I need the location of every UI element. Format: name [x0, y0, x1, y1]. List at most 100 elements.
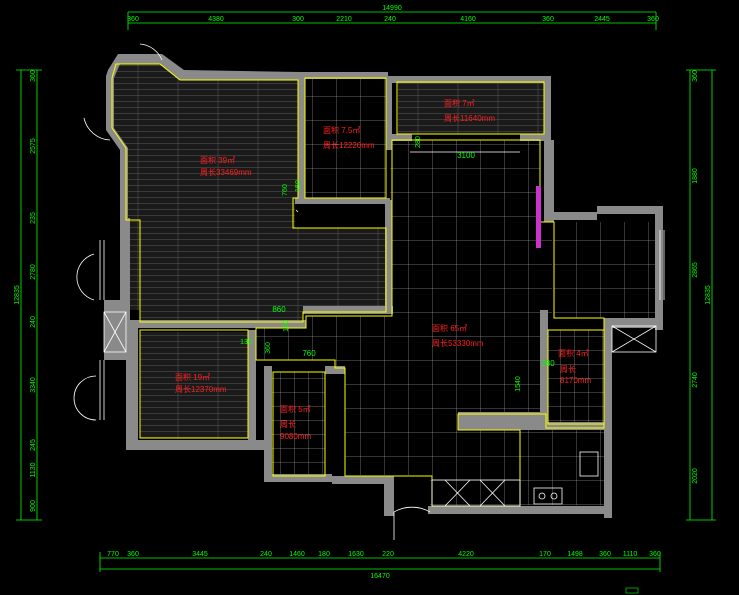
dim-bottom-seg: 770: [107, 551, 119, 558]
dim-top-seg: 4160: [460, 16, 476, 23]
accent-element: [536, 186, 541, 248]
wall-top-1: [298, 72, 388, 79]
wall-mid-v2: [298, 78, 305, 198]
dim-top-seg: 4380: [208, 16, 224, 23]
kitchen-counter: [458, 412, 546, 430]
wall-top-2: [390, 76, 550, 83]
wall-h-storage: [544, 422, 606, 430]
dim-left-seg: 360: [30, 70, 37, 82]
dim-top-seg: 360: [647, 16, 659, 23]
dim-bottom-seg: 1498: [567, 551, 583, 558]
room-wc-floor: [272, 372, 325, 478]
corner-marker: [625, 587, 639, 594]
wall-r6: [604, 318, 662, 328]
dim-left-seg: 2575: [30, 138, 37, 154]
wall-h-bath: [295, 198, 390, 204]
dim-left-seg: 240: [30, 316, 37, 328]
cabinet-line: [444, 479, 471, 507]
dim-top-total: 14990: [382, 5, 402, 12]
wall-h-liv: [303, 306, 393, 314]
wall-r5: [655, 206, 663, 330]
door-arc-bottom: [393, 506, 431, 513]
wall-v-bed: [248, 330, 256, 442]
inner-dim: 3100: [457, 151, 475, 160]
dim-bottom-seg: 360: [599, 551, 611, 558]
dim-right-seg: 2740: [692, 372, 699, 388]
outline-bath: [304, 77, 387, 199]
dim-bottom-seg: 1460: [289, 551, 305, 558]
room-area-label: 面积 39㎡: [200, 155, 235, 165]
wall-right-2: [544, 140, 554, 222]
outline-bed: [139, 329, 249, 439]
burner: [550, 492, 558, 500]
dim-bottom-seg: 1630: [348, 551, 364, 558]
dim-top-seg: 360: [542, 16, 554, 23]
stove: [533, 487, 563, 505]
room-perimeter-value: 8170mm: [560, 376, 591, 385]
dim-bottom-seg: 360: [649, 551, 661, 558]
dim-right-seg: 1880: [692, 168, 699, 184]
wall-bottom-5: [428, 506, 608, 514]
dim-right-total: 12835: [705, 285, 712, 305]
room-bath-floor: [305, 78, 386, 200]
room-perimeter-label: 周长11640mm: [444, 113, 495, 123]
door-arc-left3: [73, 375, 97, 421]
dim-top-seg: 240: [384, 16, 396, 23]
dim-bottom-seg: 220: [382, 551, 394, 558]
room-area-label: 面积 7㎡: [444, 98, 475, 108]
dim-bottom-seg: 180: [318, 551, 330, 558]
inner-dimension-texts: 3100 280 760 150 860 120 130 360 760 154…: [240, 136, 555, 392]
room-perimeter-label: 周长12220mm: [323, 140, 375, 150]
inner-dim: 860: [272, 305, 286, 314]
dim-left-seg: 2780: [30, 264, 37, 280]
door-arc-top: [139, 43, 163, 61]
wall-r7: [604, 318, 612, 518]
door-arc-left2: [76, 253, 95, 301]
room-perimeter-label: 周长53330mm: [432, 338, 484, 348]
wall-v-wc: [264, 366, 272, 478]
dim-top-seg: 360: [127, 16, 139, 23]
room-storage-floor: [548, 330, 604, 428]
dim-bottom-total: 16470: [370, 573, 390, 580]
room-area-label: 面积 4㎡: [558, 348, 589, 358]
wall-left-1: [120, 218, 130, 328]
room-perimeter-label: 周长12370mm: [175, 384, 227, 394]
room-living-floor: [112, 62, 385, 322]
room-area-label: 面积 7.5㎡: [323, 125, 360, 135]
burner: [538, 492, 546, 500]
room-perimeter-value: 9080mm: [280, 432, 311, 441]
floor-areas: [112, 62, 655, 505]
room-area-label: 面积 65㎡: [432, 323, 467, 333]
wall-bottom-3: [332, 476, 392, 484]
dim-left-seg: 900: [30, 500, 37, 512]
dim-bottom-seg: 360: [127, 551, 139, 558]
room-study-floor: [398, 82, 544, 134]
room-hall-floor: [250, 140, 552, 488]
wall-v-storage: [540, 310, 548, 430]
wall-h-mid: [126, 320, 306, 328]
sink: [579, 451, 599, 477]
inner-dim: 760: [282, 184, 289, 196]
wall-bottom-4: [384, 476, 394, 516]
outline-living: [111, 63, 387, 323]
dim-left-seg: 1130: [30, 462, 37, 477]
room-perimeter-label: 周长: [560, 364, 576, 374]
dim-left-seg: 235: [30, 212, 37, 224]
room-kitchen-floor: [430, 428, 605, 505]
inner-dim: 150: [295, 180, 302, 192]
outline-wc: [272, 371, 326, 477]
dim-top-seg: 300: [292, 16, 304, 23]
dim-bottom-seg: 4220: [458, 551, 474, 558]
room-bedroom-floor: [140, 332, 248, 438]
dimension-lines: [16, 11, 716, 572]
inner-dim: 280: [541, 359, 555, 368]
dim-bottom-seg: 240: [260, 551, 272, 558]
wall-h2: [520, 134, 550, 141]
dim-top-seg: 2210: [336, 16, 352, 23]
balcony-box: [611, 325, 657, 353]
inner-dim: 280: [415, 136, 422, 148]
dimension-texts: 14990 360 4380 300 2210 240 4160 360 244…: [14, 5, 712, 580]
kitchen-cabinet: [431, 479, 521, 507]
inner-dim: 360: [265, 342, 272, 354]
wall-bottom-2: [264, 474, 332, 482]
